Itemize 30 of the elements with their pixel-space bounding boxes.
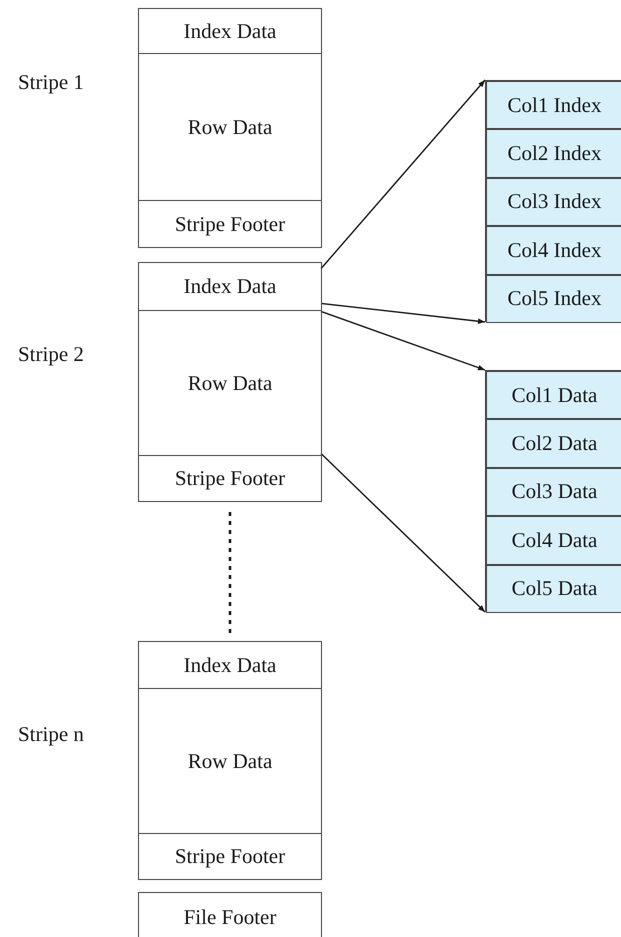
column-stream-cell: Col5 Data <box>486 564 621 613</box>
column-stream-cell: Col1 Index <box>486 81 621 130</box>
section-block: Stripe Footer <box>138 455 322 501</box>
section-block: Row Data <box>138 310 322 455</box>
column-stream-cell: Col3 Index <box>486 178 621 226</box>
footer-block: File Footer <box>138 892 322 937</box>
column-stream-cell: Col1 Data <box>486 371 621 420</box>
column-stream-cell: Col3 Data <box>486 468 621 516</box>
column-stream-cell: Col4 Data <box>486 516 621 565</box>
column-stream-cell: Col2 Index <box>486 129 621 178</box>
column-stream-box <box>485 80 621 322</box>
arrow <box>320 453 486 612</box>
stripe-label: Stripe 2 <box>18 342 84 367</box>
section-block: Index Data <box>138 9 322 53</box>
section-block: Stripe Footer <box>138 200 322 247</box>
stripe-label: Stripe 1 <box>18 70 84 95</box>
arrow <box>320 80 486 270</box>
stripe-label: Stripe n <box>18 722 84 747</box>
column-stream-cell: Col4 Index <box>486 226 621 275</box>
section-block: Stripe Footer <box>138 833 322 879</box>
column-stream-cell: Col5 Index <box>486 274 621 323</box>
column-stream-box <box>485 370 621 612</box>
arrow <box>320 302 486 324</box>
section-block: Index Data <box>138 642 322 688</box>
section-block: Index Data <box>138 263 322 310</box>
section-block: Row Data <box>138 688 322 833</box>
arrow <box>320 310 486 371</box>
dotted-line <box>228 512 232 636</box>
column-stream-cell: Col2 Data <box>486 419 621 468</box>
section-block: Row Data <box>138 53 322 200</box>
